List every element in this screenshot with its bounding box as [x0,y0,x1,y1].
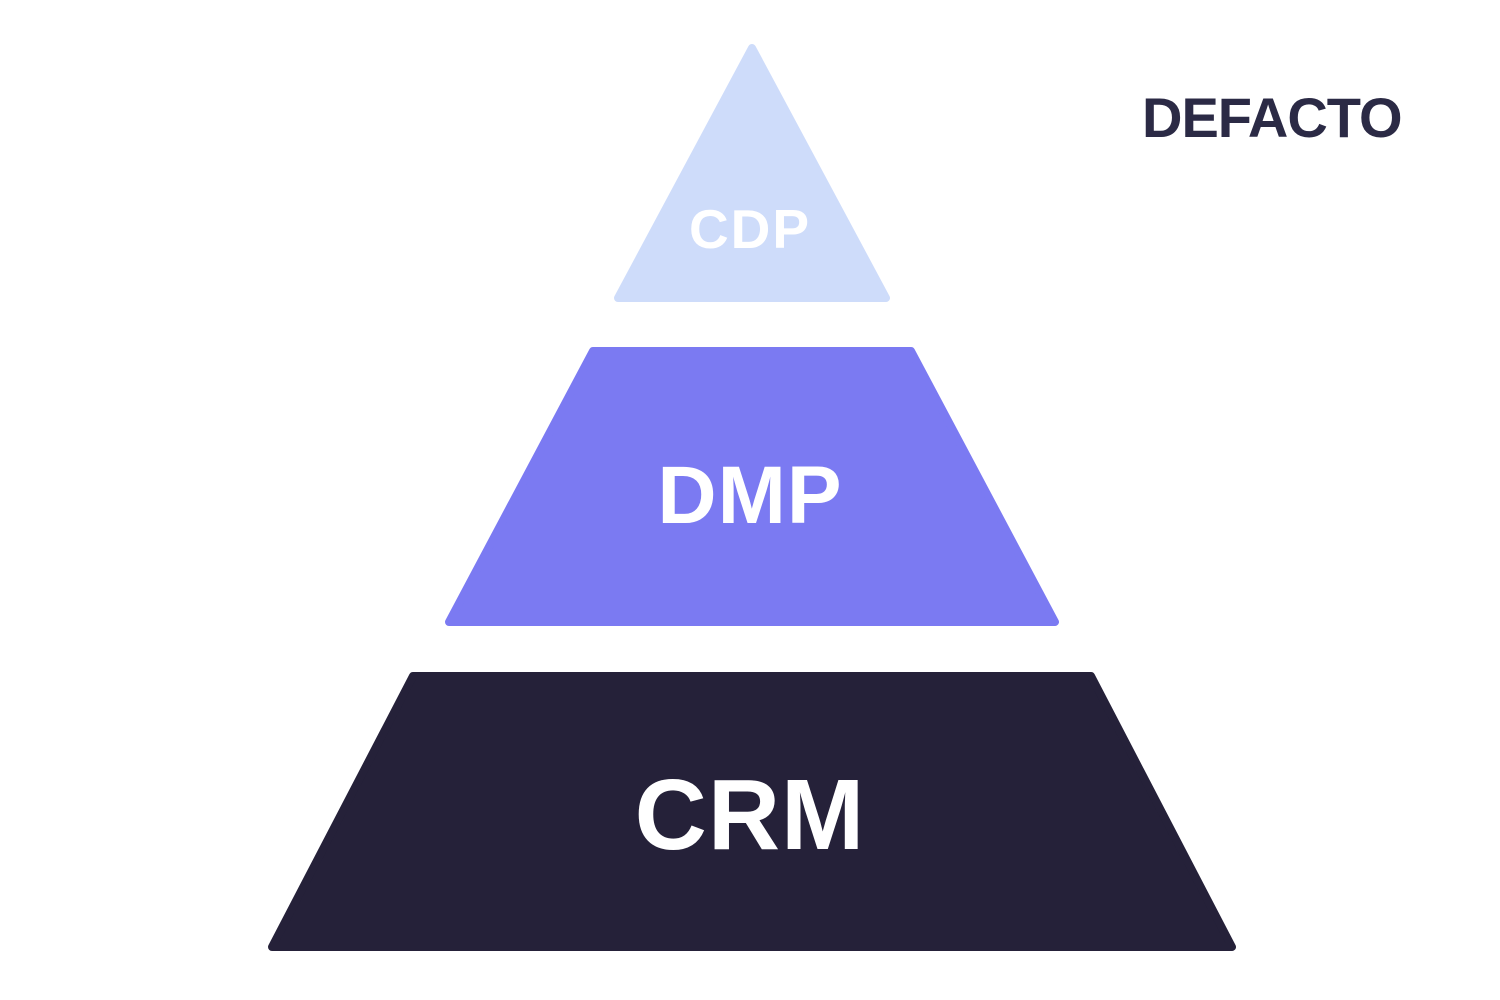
crm-label: CRM [635,759,866,871]
pyramid-tier-crm: CRM [268,672,1236,951]
pyramid-tier-cdp: CDP [614,44,890,302]
defacto-logo: DEFACTO [1142,86,1403,149]
dmp-trapezoid [445,347,1059,626]
pyramid-tier-dmp: DMP [445,347,1059,626]
dmp-label: DMP [657,450,842,541]
cdp-label: CDP [689,198,811,260]
cdp-triangle [614,44,890,302]
crm-trapezoid [268,672,1236,951]
